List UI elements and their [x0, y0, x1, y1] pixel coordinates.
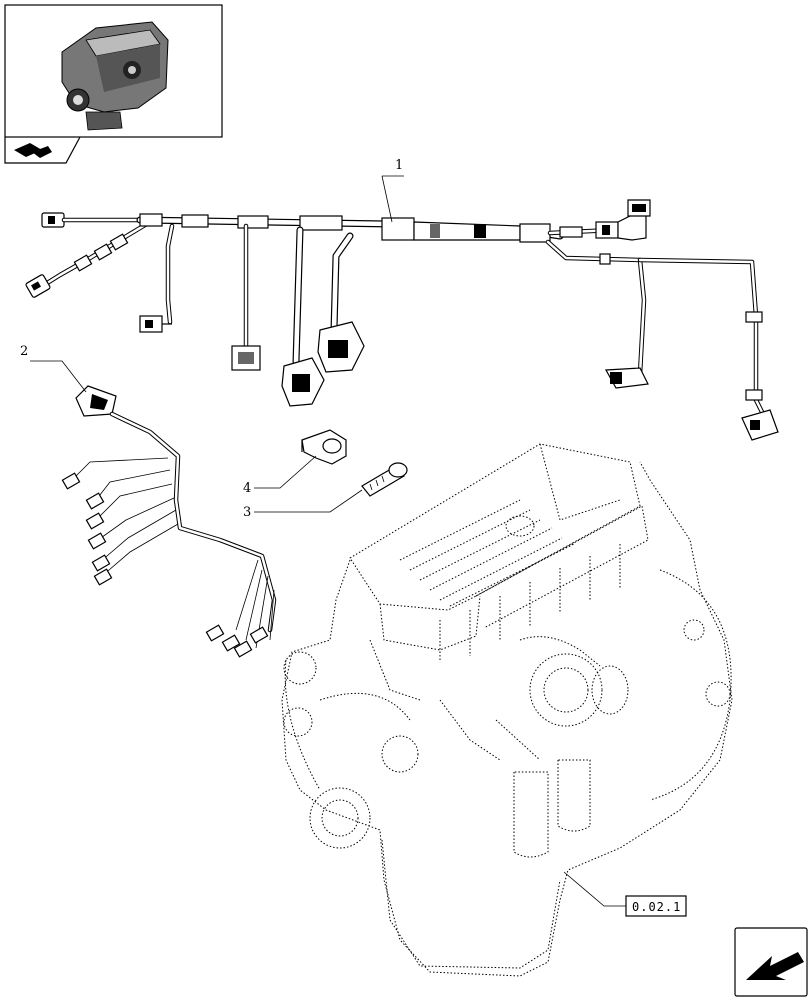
callout-4: 4 [243, 455, 317, 496]
callout-1: 1 [381, 158, 404, 223]
next-page-arrow-icon[interactable] [734, 927, 808, 997]
callout-number-1: 1 [395, 158, 403, 173]
callout-number-3: 3 [243, 505, 251, 520]
callout-number-2: 2 [20, 344, 28, 359]
screw-part-3 [361, 462, 408, 497]
callout-number-4: 4 [243, 481, 251, 496]
harness-part-2 [61, 385, 277, 658]
engine-outline [281, 443, 733, 977]
reference-box[interactable]: 0.02.1 [563, 871, 687, 917]
harness-part-1 [25, 199, 779, 441]
book-hand-icon [14, 143, 52, 158]
reference-box-label: 0.02.1 [632, 900, 681, 914]
clamp-part-4 [301, 429, 347, 465]
engine-thumbnail-icon[interactable] [4, 4, 223, 164]
callout-3: 3 [243, 489, 363, 520]
callout-2: 2 [20, 344, 87, 393]
